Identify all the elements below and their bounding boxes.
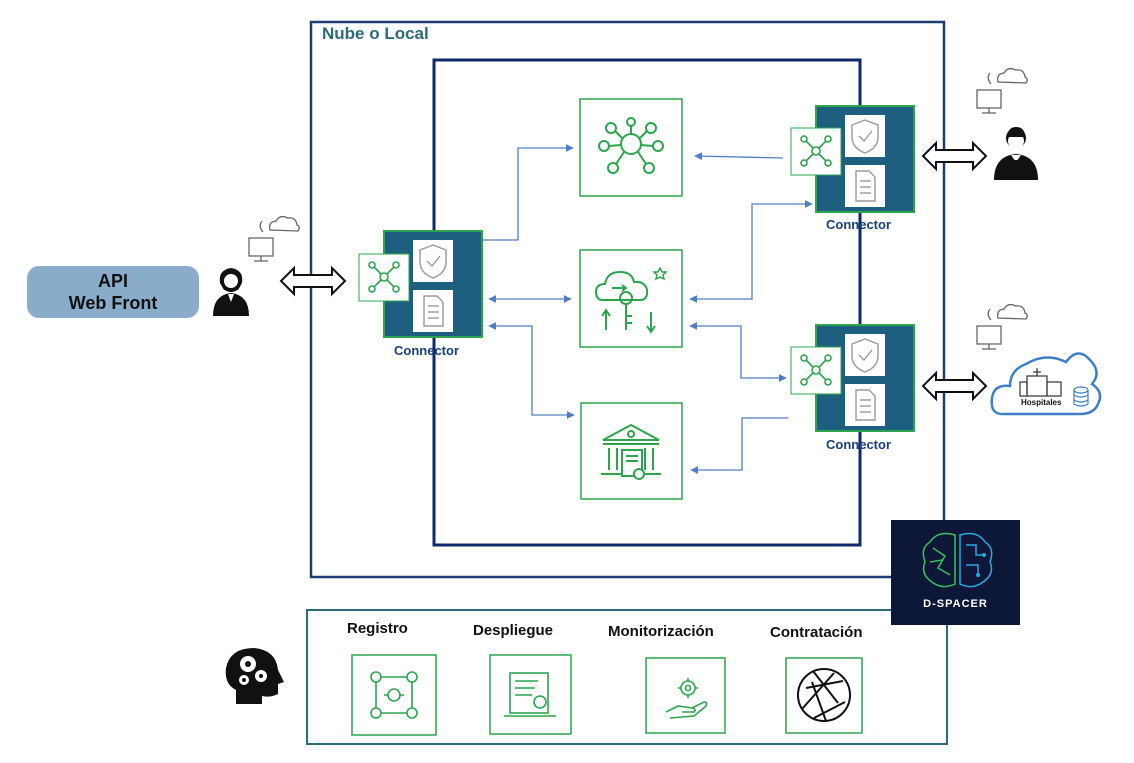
- service-icon-monitorizacion: [645, 657, 726, 734]
- outer-frame-title: Nube o Local: [322, 24, 429, 43]
- center-box-network: [579, 98, 683, 197]
- connector-left: [358, 230, 483, 338]
- head-gears-icon: [225, 648, 284, 704]
- businessman-icon: [994, 127, 1038, 180]
- document-icon: [423, 295, 444, 327]
- center-box-cloud-key: [579, 249, 683, 348]
- computer-cloud-icon: [976, 67, 1028, 114]
- shield-check-icon: [851, 338, 879, 373]
- service-icon-contratacion: [785, 657, 863, 734]
- document-icon: [855, 389, 876, 421]
- outer-frame: [309, 20, 946, 579]
- network-icon: [800, 135, 832, 167]
- service-label-despliegue: Despliegue: [473, 622, 554, 639]
- service-icon-registro: [351, 654, 437, 736]
- document-icon: [855, 170, 876, 202]
- double-arrow-bottom-right: [921, 370, 988, 402]
- aperture-icon: [797, 668, 851, 722]
- service-label-monitorizacion: Monitorización: [608, 623, 714, 640]
- network-icon: [598, 117, 664, 174]
- connector-top-right: [790, 105, 915, 213]
- network-icon: [800, 354, 832, 386]
- double-arrow-left: [279, 265, 347, 297]
- flow-arrows: [483, 144, 813, 474]
- arrow-mid-to-bottom-connector: [689, 322, 787, 382]
- dspacer-label: D-SPACER: [923, 598, 988, 610]
- service-label-registro: Registro: [347, 620, 408, 637]
- api-web-front-box: API Web Front: [27, 266, 199, 318]
- hand-gear-icon: [665, 678, 708, 719]
- service-icon-despliegue: [489, 654, 572, 735]
- computer-cloud-icon: [248, 215, 300, 262]
- certificate-icon: [504, 672, 556, 717]
- database-icon: [1073, 386, 1089, 407]
- arrow-right-to-top: [694, 152, 784, 161]
- brain-icon: [922, 532, 993, 588]
- connector-bottom-right-label: Connector: [826, 437, 891, 452]
- center-box-institution: [580, 402, 683, 500]
- woman-user-icon: [213, 268, 249, 316]
- double-arrow-top-right: [921, 140, 988, 172]
- institution-icon: [601, 423, 661, 480]
- services-frame: [306, 609, 948, 745]
- service-label-contratacion: Contratación: [770, 624, 863, 641]
- arrow-left-to-top: [483, 144, 574, 241]
- connector-bottom-right: [790, 324, 915, 432]
- shield-check-icon: [851, 119, 879, 154]
- connector-left-label: Connector: [394, 343, 459, 358]
- arrow-left-to-bottom: [488, 322, 575, 419]
- network-people-icon: [370, 671, 418, 719]
- hospital-cloud-icon: [990, 352, 1102, 416]
- api-box-line1: API: [97, 271, 128, 291]
- api-box-line2: Web Front: [68, 293, 158, 313]
- connector-top-right-label: Connector: [826, 217, 891, 232]
- cloud-key-icon: [594, 266, 668, 334]
- dspacer-logo: [891, 520, 1020, 625]
- arrow-mid-to-top-connector: [689, 200, 813, 303]
- shield-check-icon: [419, 244, 447, 279]
- network-icon: [368, 261, 400, 293]
- arrow-bottom-connector-to-bottom: [690, 417, 788, 474]
- computer-cloud-icon: [976, 303, 1028, 350]
- hospital-label: Hospitales: [1021, 398, 1062, 407]
